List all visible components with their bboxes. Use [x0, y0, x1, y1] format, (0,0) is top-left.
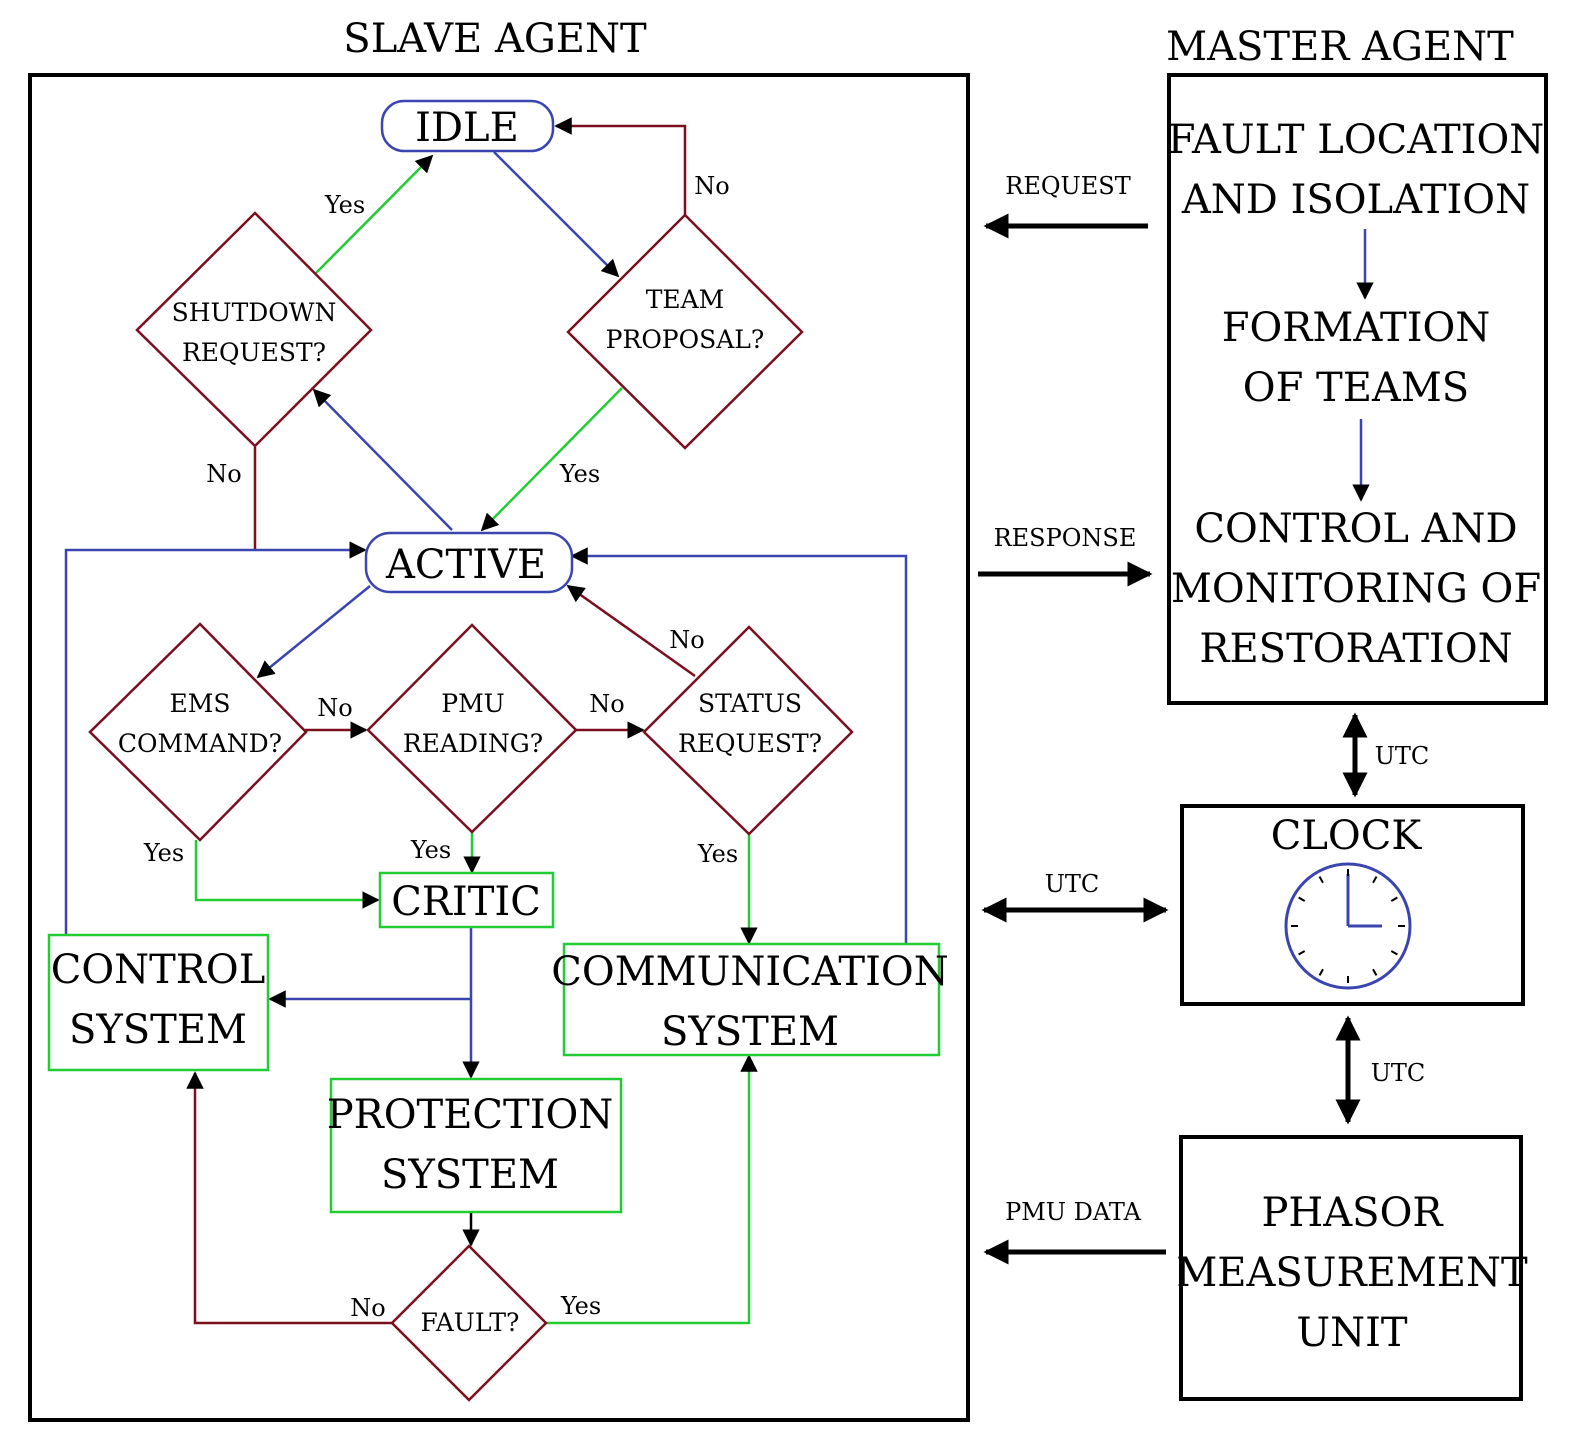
clock-tick	[1318, 968, 1324, 976]
response-label: RESPONSE	[994, 524, 1137, 552]
pmu-data-label: PMU DATA	[1005, 1198, 1142, 1226]
decision-fault: FAULT?	[390, 1244, 548, 1402]
state-idle-label: IDLE	[415, 105, 519, 151]
utc-label-slave-clock: UTC	[1045, 870, 1100, 898]
pmu-unit-line3: UNIT	[1296, 1310, 1408, 1356]
label-no-ems: No	[317, 694, 352, 722]
pmu-unit-line2: MEASUREMENT	[1176, 1250, 1528, 1296]
communication-system-line1: COMMUNICATION	[551, 949, 948, 995]
communication-system-line2: SYSTEM	[661, 1009, 839, 1055]
decision-ems-command: EMS COMMAND?	[88, 622, 308, 842]
master-task-teams-line1: FORMATION	[1222, 305, 1491, 351]
utc-label-clock-pmu: UTC	[1371, 1059, 1426, 1087]
master-task-fault-line1: FAULT LOCATION	[1168, 117, 1545, 163]
decision-status-line1: STATUS	[698, 689, 802, 718]
clock-tick	[1372, 876, 1378, 884]
edge-control-to-active	[64, 541, 367, 935]
edge-communication-to-active	[570, 547, 908, 944]
master-agent-box	[1167, 73, 1548, 705]
clock-tick	[1318, 876, 1324, 884]
decision-ems-line1: EMS	[170, 689, 231, 718]
decision-shutdown-request: SHUTDOWN REQUEST?	[135, 211, 373, 448]
master-agent-title: MASTER AGENT	[1166, 24, 1514, 70]
state-critic-label: CRITIC	[391, 879, 541, 925]
decision-shutdown-line2: REQUEST?	[182, 338, 326, 367]
edge-ems-yes-to-critic	[194, 840, 380, 909]
edge-team-yes-to-active	[480, 387, 623, 532]
label-no-fault: No	[350, 1294, 385, 1322]
edge-idle-to-team	[493, 151, 620, 278]
label-no-pmu: No	[589, 690, 624, 718]
protection-system-line2: SYSTEM	[381, 1152, 559, 1198]
decision-team-line2: PROPOSAL?	[606, 325, 765, 354]
clock-label: CLOCK	[1271, 813, 1423, 859]
protection-system-line1: PROTECTION	[327, 1092, 614, 1138]
control-system-line1: CONTROL	[51, 947, 266, 993]
state-idle: IDLE	[380, 99, 555, 153]
label-yes-team: Yes	[559, 460, 600, 488]
label-yes-ems: Yes	[143, 839, 184, 867]
protection-system-box: PROTECTION SYSTEM	[327, 1077, 623, 1214]
edge-active-to-shutdown	[312, 388, 453, 531]
clock-tick	[1298, 950, 1306, 956]
request-label: REQUEST	[1005, 172, 1130, 200]
control-system-box: CONTROL SYSTEM	[47, 933, 270, 1072]
edge-fault-no-to-control	[186, 1071, 392, 1325]
clock-tick	[1390, 896, 1398, 902]
pmu-unit-box	[1179, 1135, 1523, 1401]
label-yes-pmu: Yes	[410, 836, 451, 864]
slave-agent-title: SLAVE AGENT	[343, 16, 647, 62]
utc-label-master-clock: UTC	[1375, 742, 1430, 770]
decision-pmu-reading: PMU READING?	[366, 623, 578, 834]
decision-shutdown-line1: SHUTDOWN	[172, 298, 337, 327]
clock-icon	[1284, 862, 1412, 990]
decision-team-proposal: TEAM PROPOSAL?	[566, 213, 804, 450]
clock-tick	[1372, 968, 1378, 976]
decision-pmu-line2: READING?	[403, 729, 543, 758]
master-task-fault-line2: AND ISOLATION	[1181, 177, 1530, 223]
clock-box	[1180, 804, 1525, 1006]
edge-shutdown-yes-to-idle	[315, 154, 434, 274]
clock-tick	[1390, 950, 1398, 956]
master-task-control-line1: CONTROL AND	[1194, 506, 1517, 552]
pmu-unit-line1: PHASOR	[1262, 1190, 1445, 1236]
decision-fault-label: FAULT?	[421, 1308, 520, 1337]
communication-system-box: COMMUNICATION SYSTEM	[551, 942, 949, 1057]
decision-ems-line2: COMMAND?	[118, 729, 282, 758]
master-task-control-line3: RESTORATION	[1199, 626, 1512, 672]
label-yes-shutdown: Yes	[324, 191, 365, 219]
state-critic: CRITIC	[378, 871, 555, 929]
control-system-line2: SYSTEM	[69, 1007, 247, 1053]
edge-active-to-ems	[256, 585, 371, 679]
decision-status-request: STATUS REQUEST?	[642, 625, 854, 836]
label-no-team: No	[694, 172, 729, 200]
clock-tick	[1298, 896, 1306, 902]
state-active: ACTIVE	[364, 531, 574, 594]
label-yes-status: Yes	[697, 840, 738, 868]
edge-fault-yes-to-communication	[546, 1054, 758, 1325]
edge-team-no-to-idle	[554, 117, 687, 215]
master-task-teams-line2: OF TEAMS	[1243, 365, 1469, 411]
decision-pmu-line1: PMU	[441, 689, 505, 718]
master-task-control-line2: MONITORING OF	[1171, 566, 1541, 612]
decision-status-line2: REQUEST?	[678, 729, 822, 758]
label-no-status: No	[669, 626, 704, 654]
label-no-shutdown: No	[206, 460, 241, 488]
edge-status-no-to-active	[566, 584, 696, 678]
label-yes-fault: Yes	[560, 1292, 601, 1320]
slave-agent-frame	[28, 73, 970, 1422]
decision-team-line1: TEAM	[646, 285, 725, 314]
state-active-label: ACTIVE	[385, 542, 546, 588]
